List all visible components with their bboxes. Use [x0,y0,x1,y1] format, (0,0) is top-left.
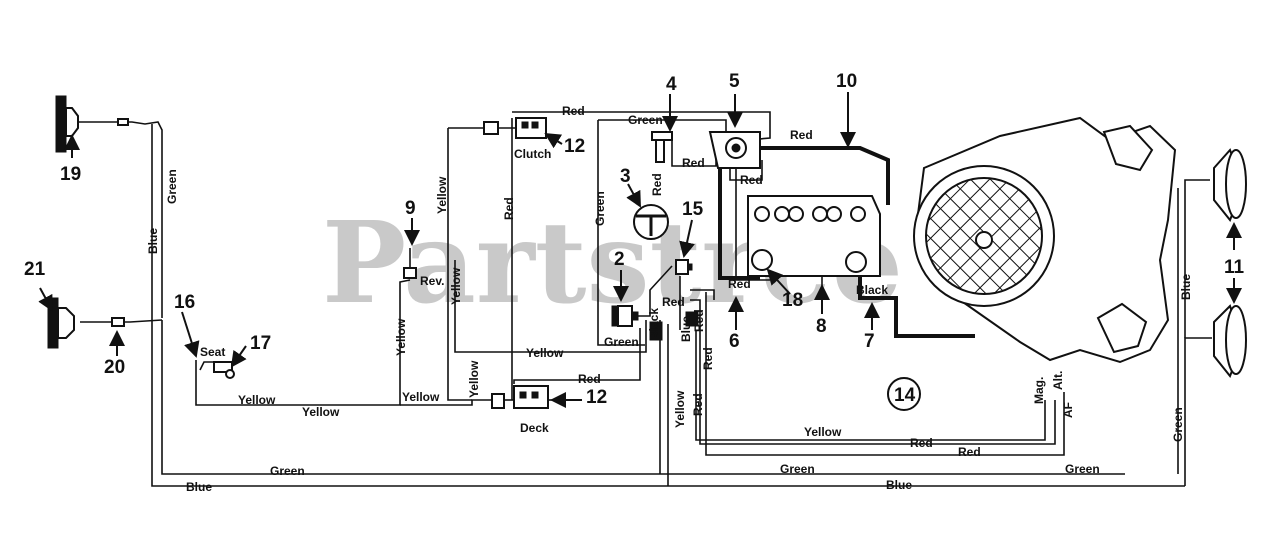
callout-21: 21 [24,259,46,280]
battery-cables [718,146,975,338]
wire-label: Red [650,173,664,196]
callout-20: 20 [104,357,125,378]
wire-label: Yellow [804,425,842,439]
wire-label: Red [682,156,705,170]
wire-label: Red [958,445,981,459]
wire-label: Blue [1179,274,1193,300]
wire-label: Black [647,308,661,340]
callout-15: 15 [682,199,704,220]
connector-4 [651,131,673,163]
wire-label: Red [662,295,685,309]
headlight-21 [47,297,125,349]
callout-arrows [38,92,1242,408]
callout-8: 8 [816,316,827,337]
engine-callout-circle [887,377,921,411]
wire-label: Green [270,464,305,478]
callout-10: 10 [836,71,857,92]
callout-14: 14 [894,385,916,406]
label-deck: Deck [520,421,549,435]
wire-label: Green [1171,407,1185,442]
clutch-switch-12 [483,117,547,139]
wire-label: Red [578,372,601,386]
label-clutch: Clutch [514,147,551,161]
callout-12-deck: 12 [586,387,607,408]
reverse-switch-9 [403,267,417,279]
label-alt: Alt. [1051,371,1065,390]
engine-14 [887,116,1177,411]
solenoid-5 [708,131,761,169]
deck-switch-12 [491,385,549,409]
callout-6: 6 [729,331,740,352]
wire-label: Yellow [449,267,463,305]
wire-label: Red [910,436,933,450]
ammeter-3 [633,204,669,240]
wire-label: Blue [186,480,212,494]
callout-4: 4 [666,74,677,95]
callout-17: 17 [250,333,271,354]
connector-15 [649,259,699,341]
wire-label: Yellow [467,360,481,398]
wire-label: Blue [886,478,912,492]
wire-label: Red [502,197,516,220]
seat-switch-17 [213,361,235,379]
wire-labels: Red Green Red Red Red Red Green Red Yell… [146,104,1193,494]
wire-label: Yellow [394,318,408,356]
wire-label: Green [1065,462,1100,476]
label-mag: Mag. [1032,377,1046,404]
wire-label: Red [701,347,715,370]
headlights-11 [1213,148,1247,378]
wire-label: Red [728,277,751,291]
component-labels: Clutch Deck Seat Rev. Mag. Alt. AF [200,147,1075,435]
wire-label: Green [593,191,607,226]
wire-label: Yellow [402,390,440,404]
callout-12-clutch: 12 [564,136,585,157]
callout-11: 11 [1224,257,1245,278]
wire-label: Green [165,169,179,204]
battery [747,195,881,277]
wire-label: Black [856,283,888,297]
callout-16: 16 [174,292,195,313]
wire-label: Yellow [238,393,276,407]
wire-label: Green [604,335,639,349]
label-seat: Seat [200,345,225,359]
callout-5: 5 [729,71,740,92]
wire-label: Green [628,113,663,127]
wire-label: Yellow [435,176,449,214]
wire-label: Blue [146,228,160,254]
wire-label: Red [790,128,813,142]
callout-2: 2 [614,249,625,270]
label-af: AF [1061,402,1075,418]
wire-label: Red [692,309,706,332]
wire-label: Red [691,393,705,416]
callout-numbers: 2 3 4 5 6 7 8 9 10 11 12 12 14 15 16 17 … [24,71,1245,408]
headlight-19 [55,95,129,153]
callout-18: 18 [782,290,803,311]
wire-label: Red [562,104,585,118]
wire-label: Green [780,462,815,476]
callout-9: 9 [405,198,416,219]
wire-label: Yellow [673,390,687,428]
wire-label: Yellow [302,405,340,419]
label-rev: Rev. [420,274,444,288]
oil-pressure-switch-2 [611,305,639,327]
callout-7: 7 [864,331,875,352]
wire-label: Yellow [526,346,564,360]
callout-3: 3 [620,166,631,187]
wire-label: Red [740,173,763,187]
wire-label: Blue [679,316,693,342]
callout-19: 19 [60,164,81,185]
